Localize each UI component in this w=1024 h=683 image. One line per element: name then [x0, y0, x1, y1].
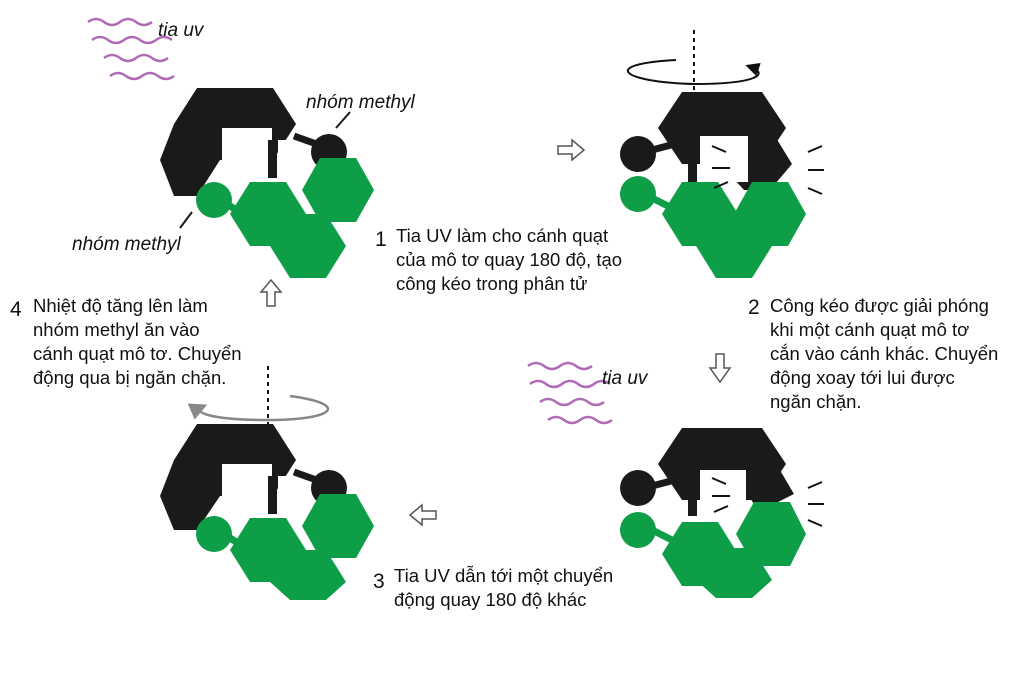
step-4-line: động qua bị ngăn chặn.	[33, 367, 227, 388]
step-1-line: của mô tơ quay 180 độ, tạo	[396, 249, 623, 270]
step-2-number: 2	[748, 296, 760, 319]
step-2-line: Công kéo được giải phóng	[770, 295, 989, 316]
motor-state-1	[87, 17, 374, 278]
left-arrow-icon	[408, 503, 437, 527]
uv-label-top: tia uv	[158, 20, 204, 41]
motor-state-4	[160, 366, 374, 600]
step-1-line: công kéo trong phân tử	[396, 273, 588, 294]
motor-state-3	[527, 361, 824, 598]
step-1-line: Tia UV làm cho cánh quạt	[396, 225, 609, 246]
down-arrow-icon	[708, 353, 732, 384]
motor-state-2	[620, 30, 824, 278]
step-1-number: 1	[375, 228, 387, 251]
uv-label-bottom: tia uv	[602, 368, 648, 389]
rotation-arrow-icon	[187, 394, 330, 422]
motor-green-stator	[230, 158, 374, 278]
step-4-number: 4	[10, 298, 22, 321]
rotation-arrow-icon	[626, 59, 761, 86]
uv-wave-icon	[87, 17, 175, 81]
step-4-line: cánh quạt mô tơ. Chuyển	[33, 343, 242, 364]
step-3-line: Tia UV dẫn tới một chuyển	[394, 565, 614, 586]
step-2-line: cắn vào cánh khác. Chuyển	[770, 343, 999, 364]
methyl-label-top: nhóm methyl	[306, 92, 415, 113]
uv-wave-icon	[527, 361, 613, 425]
methyl-group-green	[196, 182, 232, 218]
step-2-text: Công kéo được giải phóng khi một cánh qu…	[770, 294, 998, 414]
up-arrow-icon	[259, 278, 283, 307]
right-arrow-icon	[557, 138, 586, 162]
step-3-line: động quay 180 độ khác	[394, 589, 587, 610]
step-4-line: nhóm methyl ăn vào	[33, 319, 200, 340]
step-3-number: 3	[373, 570, 385, 593]
step-2-line: khi một cánh quạt mô tơ	[770, 319, 970, 340]
step-1-text: Tia UV làm cho cánh quạt của mô tơ quay …	[396, 224, 622, 296]
step-3-text: Tia UV dẫn tới một chuyển động quay 180 …	[394, 564, 613, 612]
methyl-label-left: nhóm methyl	[72, 234, 181, 255]
step-2-line: ngăn chặn.	[770, 391, 862, 412]
step-2-line: động xoay tới lui được	[770, 367, 955, 388]
step-4-line: Nhiệt độ tăng lên làm	[33, 295, 208, 316]
step-4-text: Nhiệt độ tăng lên làm nhóm methyl ăn vào…	[33, 294, 242, 390]
